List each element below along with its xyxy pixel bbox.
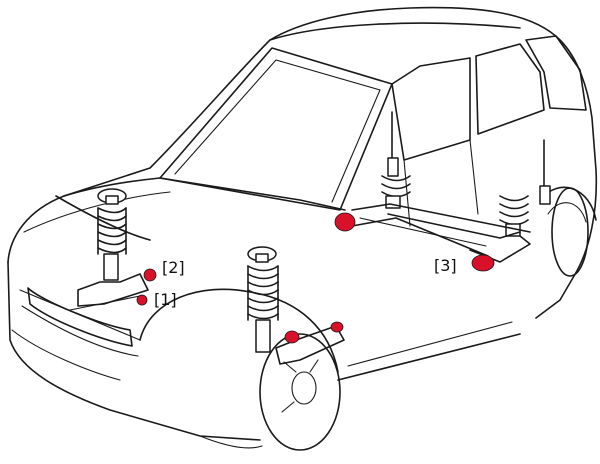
callout-1: [1]: [154, 290, 177, 309]
bushings: [136, 212, 495, 344]
car-body: [7, 6, 598, 451]
rear-axle: [351, 111, 551, 263]
bushing-front-lower-left: [136, 294, 148, 306]
bushing-rear-axle-right: [471, 254, 495, 272]
bushing-front-upper-left: [143, 268, 157, 282]
front-left-strut: [69, 188, 149, 311]
bushing-front-right-rear: [284, 330, 300, 344]
callout-2: [2]: [162, 258, 185, 277]
callout-3: [3]: [434, 256, 457, 275]
bushing-front-right-front: [330, 321, 344, 333]
bushing-rear-axle-left: [334, 212, 356, 232]
front-right-strut: [247, 246, 345, 365]
